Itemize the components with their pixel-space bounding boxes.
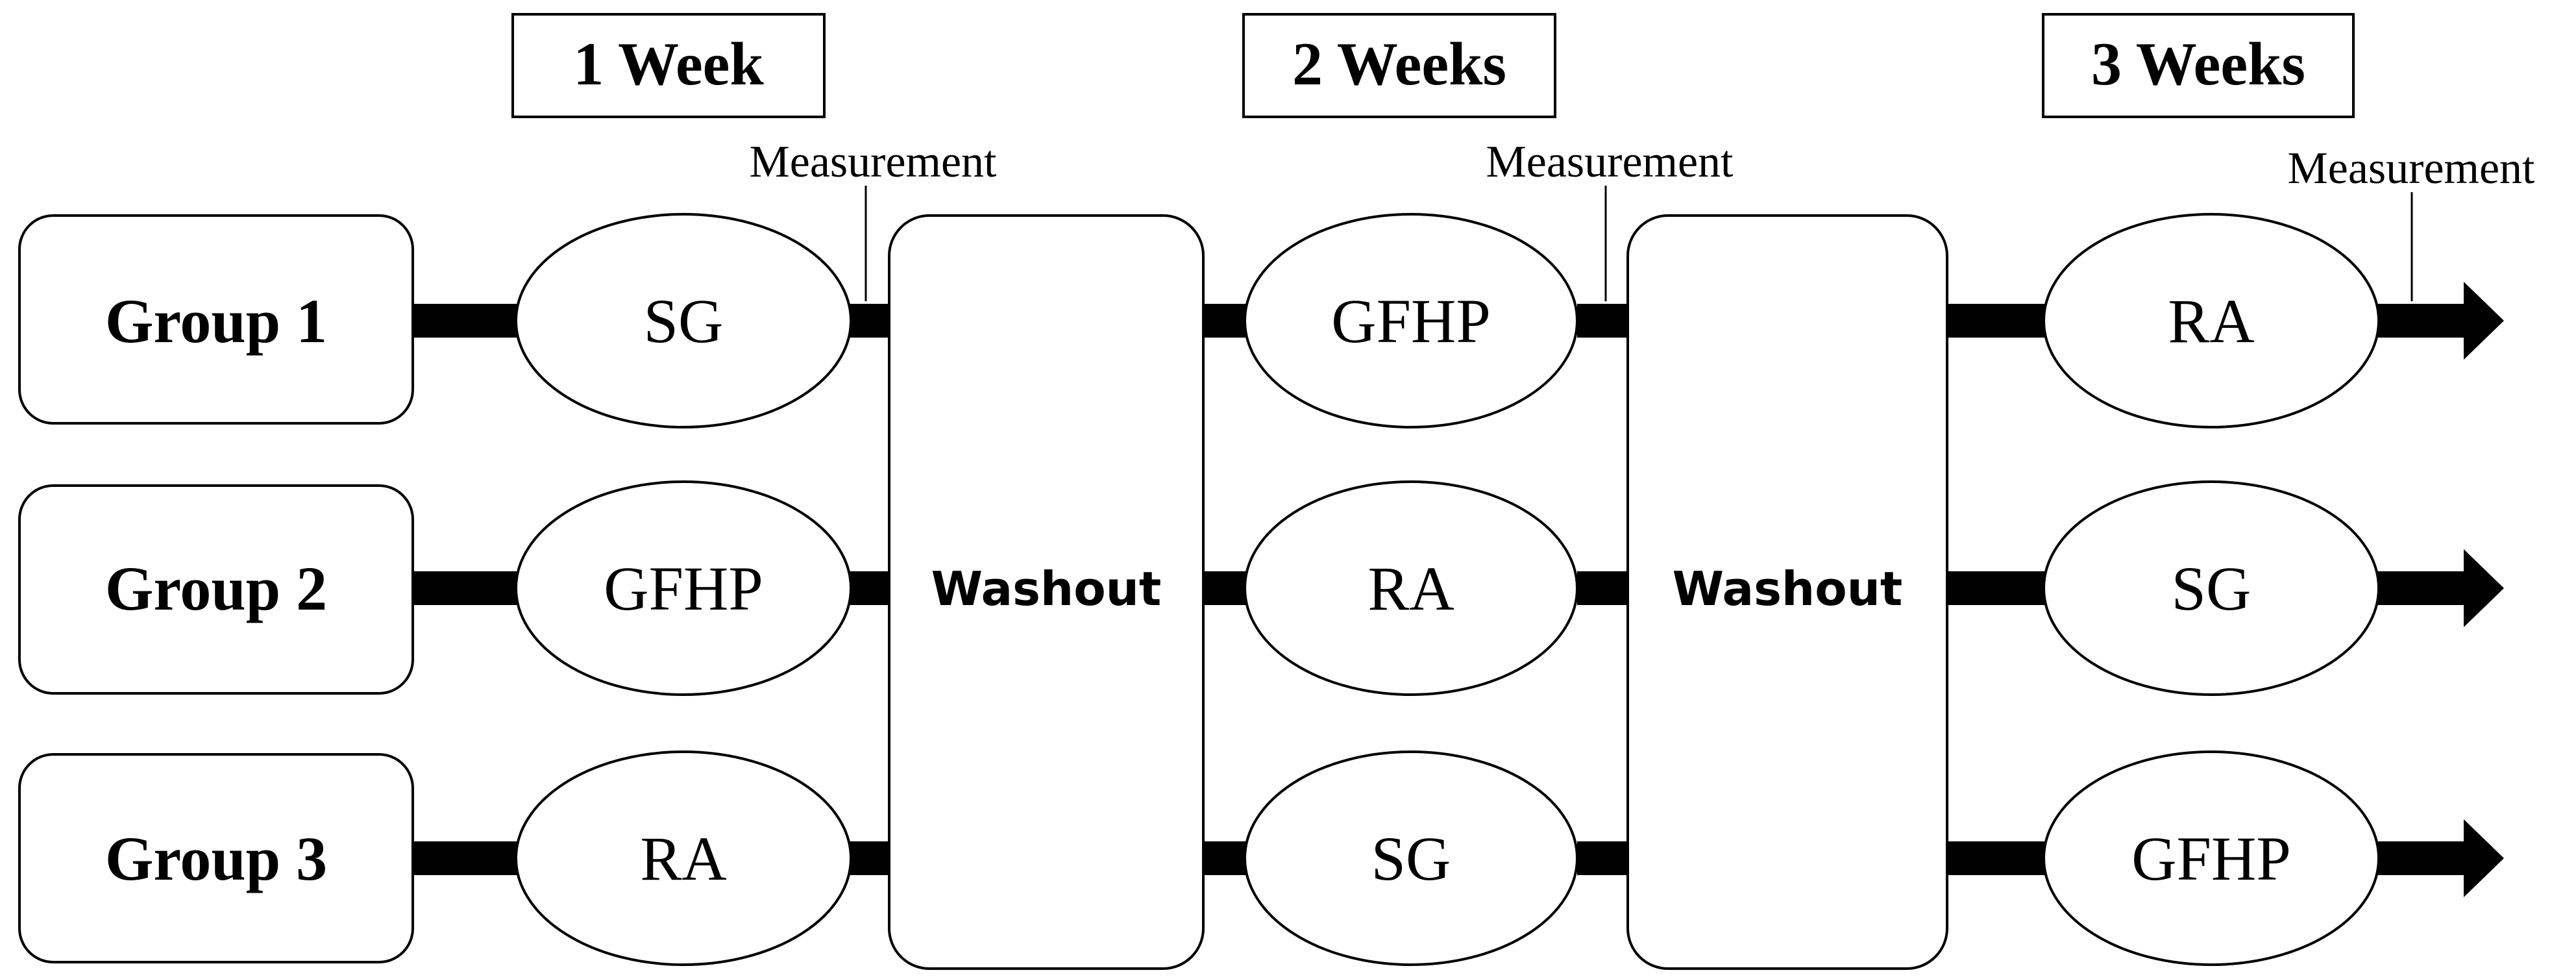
flow-bar [1947,841,2046,875]
treatment-ellipse-1-3 [2042,213,2380,428]
treatment-ellipse-3-1 [515,750,852,966]
treatment-label-2-2: RA [1368,554,1454,623]
period-label-2: 2 Weeks [1292,31,1506,98]
period-label-3: 3 Weeks [2091,31,2305,98]
period-header-3: 3 Weeks [2042,13,2355,118]
group-row-1: Group 1 SG GFHP RA [18,213,2504,428]
flow-bar [1201,571,1246,605]
flow-bar [850,571,889,605]
measurement-marker-1: Measurement [750,137,998,301]
treatment-ellipse-1-2 [1244,213,1578,428]
period-label-1: 1 Week [573,31,764,98]
flow-bar [2375,571,2465,605]
flow-bar [850,304,889,338]
treatment-label-1-2: GFHP [1331,286,1490,356]
flow-bar [1947,571,2046,605]
group-box-1 [18,214,414,425]
flow-bar [1577,571,1629,605]
treatment-label-1-1: SG [644,286,724,356]
treatment-label-1-3: RA [2168,286,2254,356]
group-label-3: Group 3 [105,824,327,893]
group-label-2: Group 2 [105,554,327,623]
period-header-1: 1 Week [511,13,826,118]
measurement-marker-3: Measurement [2288,143,2536,301]
treatment-ellipse-3-2 [1244,750,1578,966]
flow-bar [1577,841,1629,875]
group-box-3 [18,753,414,963]
group-label-1: Group 1 [105,286,327,356]
treatment-ellipse-2-1 [515,480,852,696]
measurement-marker-2: Measurement [1486,137,1734,301]
treatment-label-3-1: RA [640,824,726,893]
washout-block-1: Washout [888,214,1205,970]
treatment-label-2-3: SG [2172,554,2251,623]
washout-label-1: Washout [931,562,1162,616]
treatment-ellipse-2-3 [2042,480,2380,696]
treatment-ellipse-1-1 [515,213,852,428]
flow-bar [2375,304,2465,338]
flow-bar [2375,841,2465,875]
group-row-2: Group 2 GFHP RA SG [18,480,2504,696]
group-box-2 [18,484,414,695]
measurement-label-2: Measurement [1486,137,1734,187]
flow-bar [1947,304,2046,338]
treatment-ellipse-3-3 [2042,750,2380,966]
measurement-label-3: Measurement [2288,143,2536,193]
flow-bar [1201,841,1246,875]
period-header-2: 2 Weeks [1242,13,1556,118]
flow-bar [850,841,889,875]
treatment-ellipse-2-2 [1244,480,1578,696]
flow-bar [413,304,517,338]
arrow-head [2464,282,2504,360]
flow-bar [1577,304,1629,338]
group-row-3: Group 3 RA SG GFHP [18,750,2504,966]
washout-label-2: Washout [1673,562,1903,616]
flow-bar [1201,304,1246,338]
arrow-head [2464,819,2504,897]
arrow-head [2464,549,2504,627]
washout-block-2: Washout [1626,214,1948,970]
treatment-label-2-1: GFHP [604,554,763,623]
flow-bar [413,841,517,875]
flow-bar [413,571,517,605]
treatment-label-3-3: GFHP [2131,824,2290,893]
treatment-label-3-2: SG [1371,824,1451,893]
measurement-label-1: Measurement [750,137,998,187]
